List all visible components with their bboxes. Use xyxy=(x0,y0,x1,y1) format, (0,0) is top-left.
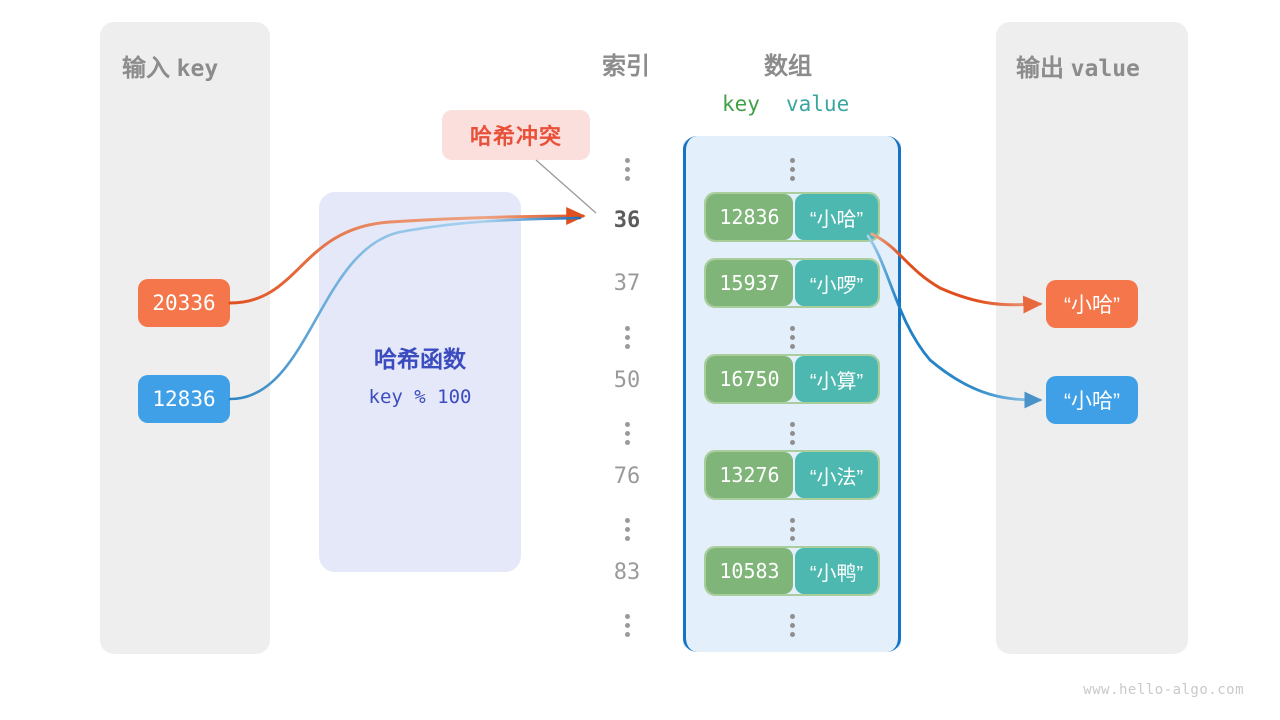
input-panel: 输入 key xyxy=(100,22,270,654)
input-panel-title-mono: key xyxy=(176,56,219,82)
watermark: www.hello-algo.com xyxy=(1083,682,1244,698)
bucket-50-value: “小算” xyxy=(794,356,878,402)
array-container: 12836 “小哈” 15937 “小啰” 16750 “小算” 13276 “… xyxy=(683,136,901,652)
key-column-heading: key xyxy=(722,92,760,116)
hash-function-box: 哈希函数 key % 100 xyxy=(319,192,521,572)
array-column-heading: 数组 xyxy=(764,53,812,80)
array-ellipsis xyxy=(686,610,898,641)
index-column: 36 37 50 76 83 xyxy=(596,140,658,646)
input-key-20336[interactable]: 20336 xyxy=(138,279,230,327)
index-ellipsis xyxy=(596,418,658,449)
value-column-heading: value xyxy=(786,92,850,116)
array-ellipsis xyxy=(686,154,898,185)
bucket-50-key: 16750 xyxy=(706,356,793,402)
index-ellipsis xyxy=(596,514,658,545)
input-panel-title: 输入 key xyxy=(122,48,218,83)
output-panel-title: 输出 value xyxy=(1016,48,1140,83)
bucket-83[interactable]: 10583 “小鸭” xyxy=(704,546,880,596)
output-value-blue[interactable]: “小哈” xyxy=(1046,376,1138,424)
hash-function-title: 哈希函数 xyxy=(374,346,466,372)
bucket-76-value: “小法” xyxy=(794,452,878,498)
index-ellipsis xyxy=(596,154,658,185)
index-label-37: 37 xyxy=(613,271,641,296)
index-label-36: 36 xyxy=(613,208,641,233)
output-panel: 输出 value xyxy=(996,22,1188,654)
index-ellipsis xyxy=(596,322,658,353)
bucket-76-key: 13276 xyxy=(706,452,793,498)
input-key-12836[interactable]: 12836 xyxy=(138,375,230,423)
bucket-37[interactable]: 15937 “小啰” xyxy=(704,258,880,308)
index-column-heading: 索引 xyxy=(602,53,650,80)
bucket-36-key: 12836 xyxy=(706,194,793,240)
index-label-50: 50 xyxy=(613,368,641,393)
bucket-83-value: “小鸭” xyxy=(794,548,878,594)
collision-leader-line xyxy=(535,159,597,214)
output-panel-title-mono: value xyxy=(1070,56,1140,82)
bucket-37-value: “小啰” xyxy=(794,260,878,306)
index-ellipsis xyxy=(596,610,658,641)
index-label-76: 76 xyxy=(613,464,641,489)
bucket-76[interactable]: 13276 “小法” xyxy=(704,450,880,500)
array-ellipsis xyxy=(686,322,898,353)
array-ellipsis xyxy=(686,418,898,449)
bucket-50[interactable]: 16750 “小算” xyxy=(704,354,880,404)
hash-function-formula: key % 100 xyxy=(368,386,472,408)
bucket-36-value: “小哈” xyxy=(794,194,878,240)
bucket-37-key: 15937 xyxy=(706,260,793,306)
index-label-83: 83 xyxy=(613,560,641,585)
output-panel-title-cn: 输出 xyxy=(1016,55,1064,82)
bucket-36[interactable]: 12836 “小哈” xyxy=(704,192,880,242)
bucket-83-key: 10583 xyxy=(706,548,793,594)
output-value-orange[interactable]: “小哈” xyxy=(1046,280,1138,328)
input-panel-title-cn: 输入 xyxy=(122,55,170,82)
hash-collision-badge: 哈希冲突 xyxy=(442,110,590,160)
array-ellipsis xyxy=(686,514,898,545)
